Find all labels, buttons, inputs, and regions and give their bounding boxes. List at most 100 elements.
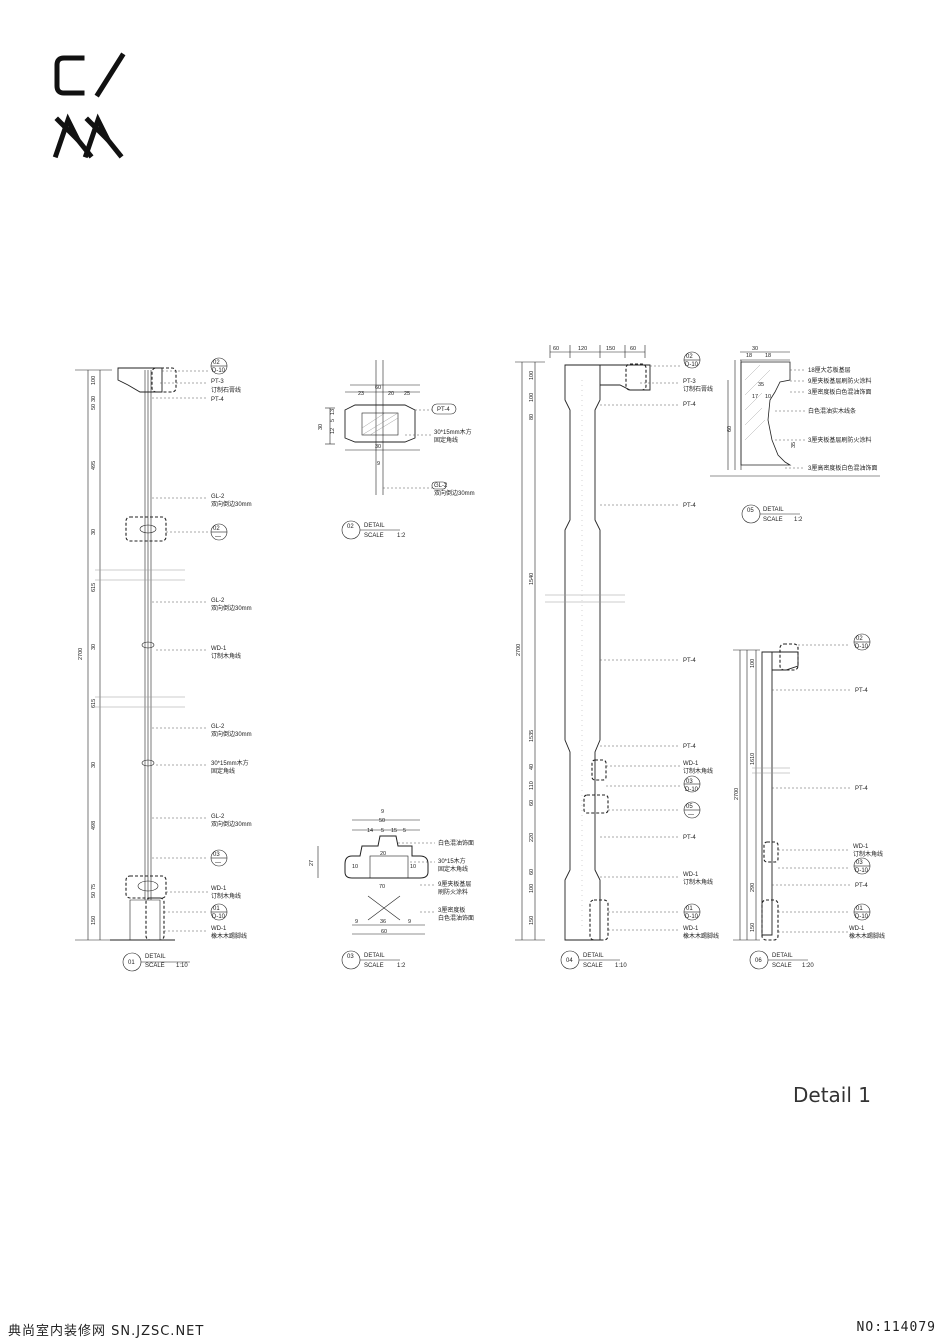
d04-callout-a: 02 [686, 354, 693, 360]
d02-callout-b: 双向倒边30mm [434, 489, 475, 497]
detail-04-dimensions: 60 120 150 60 100 100 80 1540 2700 1535 … [516, 346, 636, 925]
d03-callout-b: 刷防火涂料 [438, 888, 468, 896]
detail-03-number: 03 [347, 954, 354, 960]
detail-05-label: DETAIL [763, 507, 784, 513]
d04-callout-a: PT-4 [683, 503, 696, 509]
d03-callout-a: 9厘夹板基层 [438, 880, 471, 888]
d05-dim: 60 [727, 426, 733, 432]
d02-dim: 60 [375, 385, 381, 391]
detail-03-scale-label: SCALE [364, 963, 384, 969]
d01-callout-b: D-10 [212, 914, 226, 920]
detail-06-scale-label: SCALE [772, 963, 792, 969]
d02-dim: 20 [388, 391, 394, 397]
d06-callout-b: D-10 [855, 868, 869, 874]
d06-callout-a: PT-4 [855, 883, 868, 889]
d01-callout-a: 30*15mm木方 [211, 759, 249, 767]
detail-05-number: 05 [747, 508, 754, 514]
d06-callout-b: D-10 [855, 644, 869, 650]
d03-callout-a: 30*15木方 [438, 857, 466, 865]
d01-callout-a: GL-2 [211, 814, 225, 820]
d03-callout-a: 白色混油饰面 [438, 839, 474, 847]
d01-dim: 75 [91, 884, 97, 890]
d06-callout-a: WD-1 [853, 844, 869, 850]
d06-dim: 150 [750, 923, 756, 932]
detail-01-dimensions: 100 30 50 495 30 615 2700 30 615 30 498 … [78, 376, 97, 925]
detail-04-callouts: 02 D-10 PT-3 订制石膏线 PT-4 PT-4 PT-4 PT-4 W… [683, 354, 719, 940]
detail-04-scale-label: SCALE [583, 963, 603, 969]
detail-04-scale: 1:10 [615, 963, 627, 969]
d01-callout-b: 橡木木踢脚线 [211, 932, 247, 940]
detail-03-label: DETAIL [364, 953, 385, 959]
d04-callout-a: 03 [686, 779, 693, 785]
d03-dim: 9 [381, 809, 384, 815]
detail-06-callouts: 02 D-10 PT-4 PT-4 WD-1 订制木角线 03 D-10 PT-… [849, 636, 885, 940]
d04-dim: 60 [529, 800, 535, 806]
d01-dim: 495 [91, 461, 97, 470]
footer-drawing-number: NO:114079 [856, 1320, 936, 1335]
d01-callout-b: D-10 [212, 368, 226, 374]
detail-06-section [733, 633, 871, 970]
d01-dim: 2700 [78, 648, 84, 660]
d06-dim: 1610 [750, 753, 756, 765]
d05-callout: 3厘夹板基层刷防火涂料 [808, 436, 871, 444]
d01-callout-a: GL-2 [211, 494, 225, 500]
d01-callout-a: GL-2 [211, 598, 225, 604]
d04-callout-a: PT-4 [683, 744, 696, 750]
d03-dim: 70 [379, 884, 385, 890]
d03-dim: 15 [391, 828, 397, 834]
detail-01-label: DETAIL [145, 954, 166, 960]
d04-dim: 220 [529, 833, 535, 842]
d01-callout-a: 03 [213, 852, 220, 858]
d04-dim: 60 [529, 869, 535, 875]
d04-callout-b: — [688, 812, 694, 818]
detail-01-number: 01 [128, 960, 135, 966]
d01-callout-a: PT-4 [211, 397, 224, 403]
d06-dim: 100 [750, 659, 756, 668]
d01-callout-a: 01 [213, 906, 220, 912]
d04-callout-b: D-10 [685, 787, 699, 793]
d04-callout-a: PT-4 [683, 835, 696, 841]
detail-04-section [515, 345, 701, 970]
d01-dim: 30 [91, 529, 97, 535]
d01-callout-b: 双向倒边30mm [211, 730, 252, 738]
d05-dim: 17 [752, 394, 758, 400]
d04-dim: 80 [529, 414, 535, 420]
detail-03-scale: 1:2 [397, 963, 406, 969]
detail-05-callouts: 18厘大芯板基层 9厘夹板基层刷防火涂料 3厘密度板白色混油饰面 白色混油实木线… [808, 366, 877, 472]
detail-06-label: DETAIL [772, 953, 793, 959]
d05-callout: 白色混油实木线条 [808, 407, 856, 415]
d05-dim: 18 [746, 353, 752, 359]
d03-dim: 10 [352, 864, 358, 870]
d06-dim: 290 [750, 883, 756, 892]
d02-dim: 30 [375, 444, 381, 450]
d04-dim: 110 [529, 781, 535, 790]
detail-01-scale-label: SCALE [145, 963, 165, 969]
detail-05-cornice [710, 351, 880, 524]
d05-dim: 10 [765, 394, 771, 400]
detail-05-scale-label: SCALE [763, 517, 783, 523]
d01-callout-b: 双向倒边30mm [211, 604, 252, 612]
detail-02-scale: 1:2 [397, 533, 406, 539]
detail-01-scale: 1:10 [176, 963, 188, 969]
d01-dim: 615 [91, 699, 97, 708]
detail-02-plan [325, 360, 457, 540]
d04-dim: 100 [529, 393, 535, 402]
d01-dim: 100 [91, 376, 97, 385]
d03-dim: 20 [380, 851, 386, 857]
d04-dim: 40 [529, 764, 535, 770]
d04-callout-b: 订制石膏线 [683, 385, 713, 393]
d01-callout-b: — [215, 860, 221, 866]
detail-06-dimensions: 100 1610 2700 290 150 [734, 659, 756, 932]
d03-callout-b: 白色混油饰面 [438, 914, 474, 922]
d01-dim: 30 [91, 396, 97, 402]
detail-06-scale: 1:20 [802, 963, 814, 969]
detail-06-number: 06 [755, 958, 762, 964]
d01-dim: 30 [91, 644, 97, 650]
d04-dim: 100 [529, 371, 535, 380]
d02-callout-b: 固定角线 [434, 436, 458, 444]
d03-dim: 5 [381, 828, 384, 834]
detail-02-label: DETAIL [364, 523, 385, 529]
d04-dim-top: 60 [553, 346, 559, 352]
d04-callout-b: 橡木木踢脚线 [683, 932, 719, 940]
d04-dim: 1540 [529, 573, 535, 585]
